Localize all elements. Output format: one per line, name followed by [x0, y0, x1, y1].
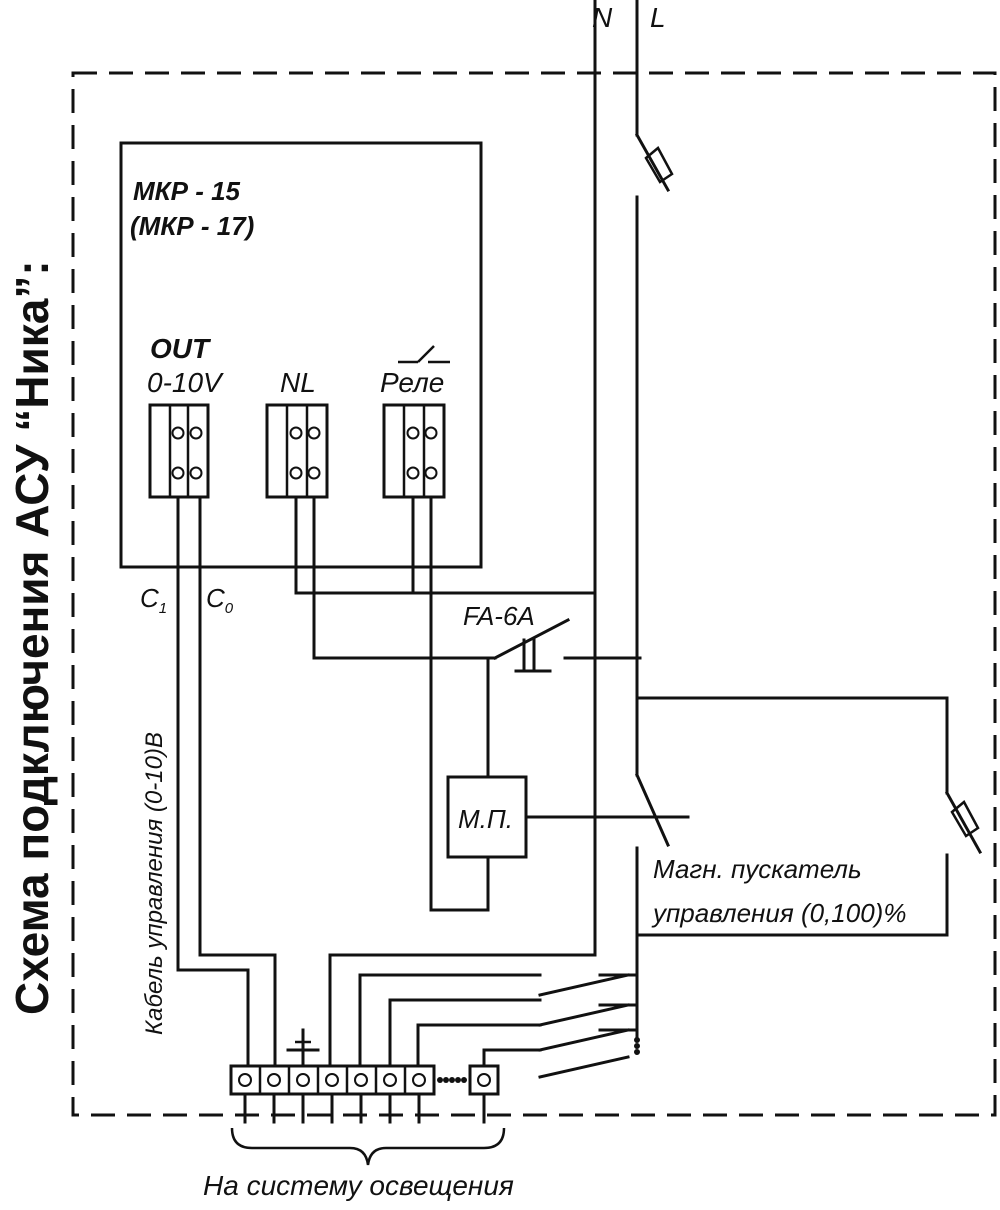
starter-contact — [635, 773, 670, 1042]
control-cable-label: Кабель управления (0-10)В — [141, 732, 168, 1035]
relay-contact-icon — [398, 345, 450, 364]
out-label: OUT — [150, 333, 212, 364]
out-range-label: 0-10V — [147, 367, 224, 398]
c0-label: C0 — [206, 583, 234, 617]
live-line-label: L — [650, 2, 666, 33]
output-terminal-strip — [229, 1064, 500, 1096]
starter-label: М.П. — [458, 804, 513, 834]
terminal-block-relay — [382, 403, 446, 499]
channel-wire-1 — [358, 973, 542, 1068]
diagram-title: Схема подключения АСУ “Ника”: — [6, 260, 58, 1015]
starter-caption-line2: управления (0,100)% — [651, 898, 906, 928]
ground-icon — [286, 1028, 320, 1068]
relay-label: Реле — [380, 367, 444, 398]
lighting-brace — [230, 1127, 506, 1166]
terminal-block-out — [148, 403, 210, 499]
terminal-block-nl — [265, 403, 329, 499]
starter-caption-line1: Магн. пускатель — [653, 854, 862, 884]
lighting-output-legs — [243, 1092, 486, 1124]
nl-label: NL — [280, 367, 316, 398]
controller-model: МКР - 15 — [133, 176, 241, 206]
neutral-wire — [328, 0, 597, 1068]
neutral-line-label: N — [592, 2, 613, 33]
control-wire-c0 — [198, 495, 277, 1068]
contactor-switches — [538, 973, 639, 1079]
relay-wire-2 — [429, 495, 490, 912]
c1-label: C1 — [140, 583, 167, 617]
lighting-breaker — [944, 790, 983, 855]
channel-wire-2 — [388, 998, 542, 1068]
channel-wire-4 — [482, 1048, 542, 1068]
starter-contact-dots-icon — [634, 1037, 640, 1055]
terminal-strip-continuation-icon — [437, 1077, 467, 1083]
fa-breaker-label: FA-6A — [463, 601, 535, 631]
control-wire-c1 — [176, 495, 250, 1068]
fa-breaker-switch — [492, 617, 642, 673]
lighting-system-label: На систему освещения — [203, 1170, 514, 1201]
main-breaker — [634, 0, 674, 193]
nl-wire-2 — [312, 495, 497, 660]
nl-wire-1 — [294, 495, 597, 595]
live-to-lighting-breaker — [635, 696, 949, 795]
channel-wire-3 — [416, 1023, 542, 1068]
cabinet-boundary — [71, 71, 997, 1117]
controller-model-alt: (МКР - 17) — [130, 211, 254, 241]
